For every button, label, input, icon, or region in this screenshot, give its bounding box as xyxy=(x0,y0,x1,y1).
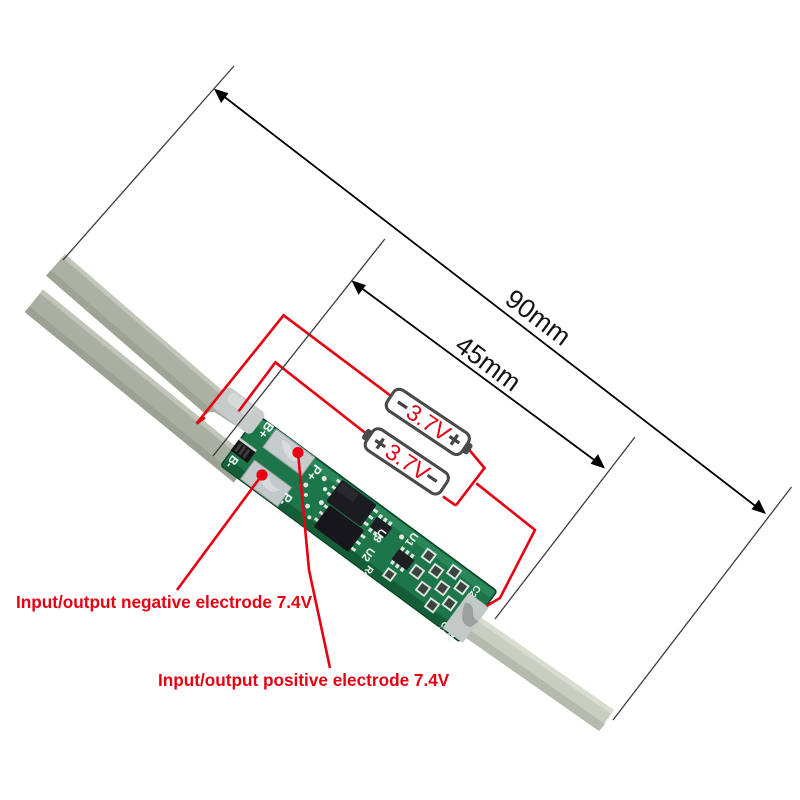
svg-text:Input/output positive electrod: Input/output positive electrode 7.4V xyxy=(158,670,450,690)
svg-text:Input/output negative electrod: Input/output negative electrode 7.4V xyxy=(16,592,313,612)
